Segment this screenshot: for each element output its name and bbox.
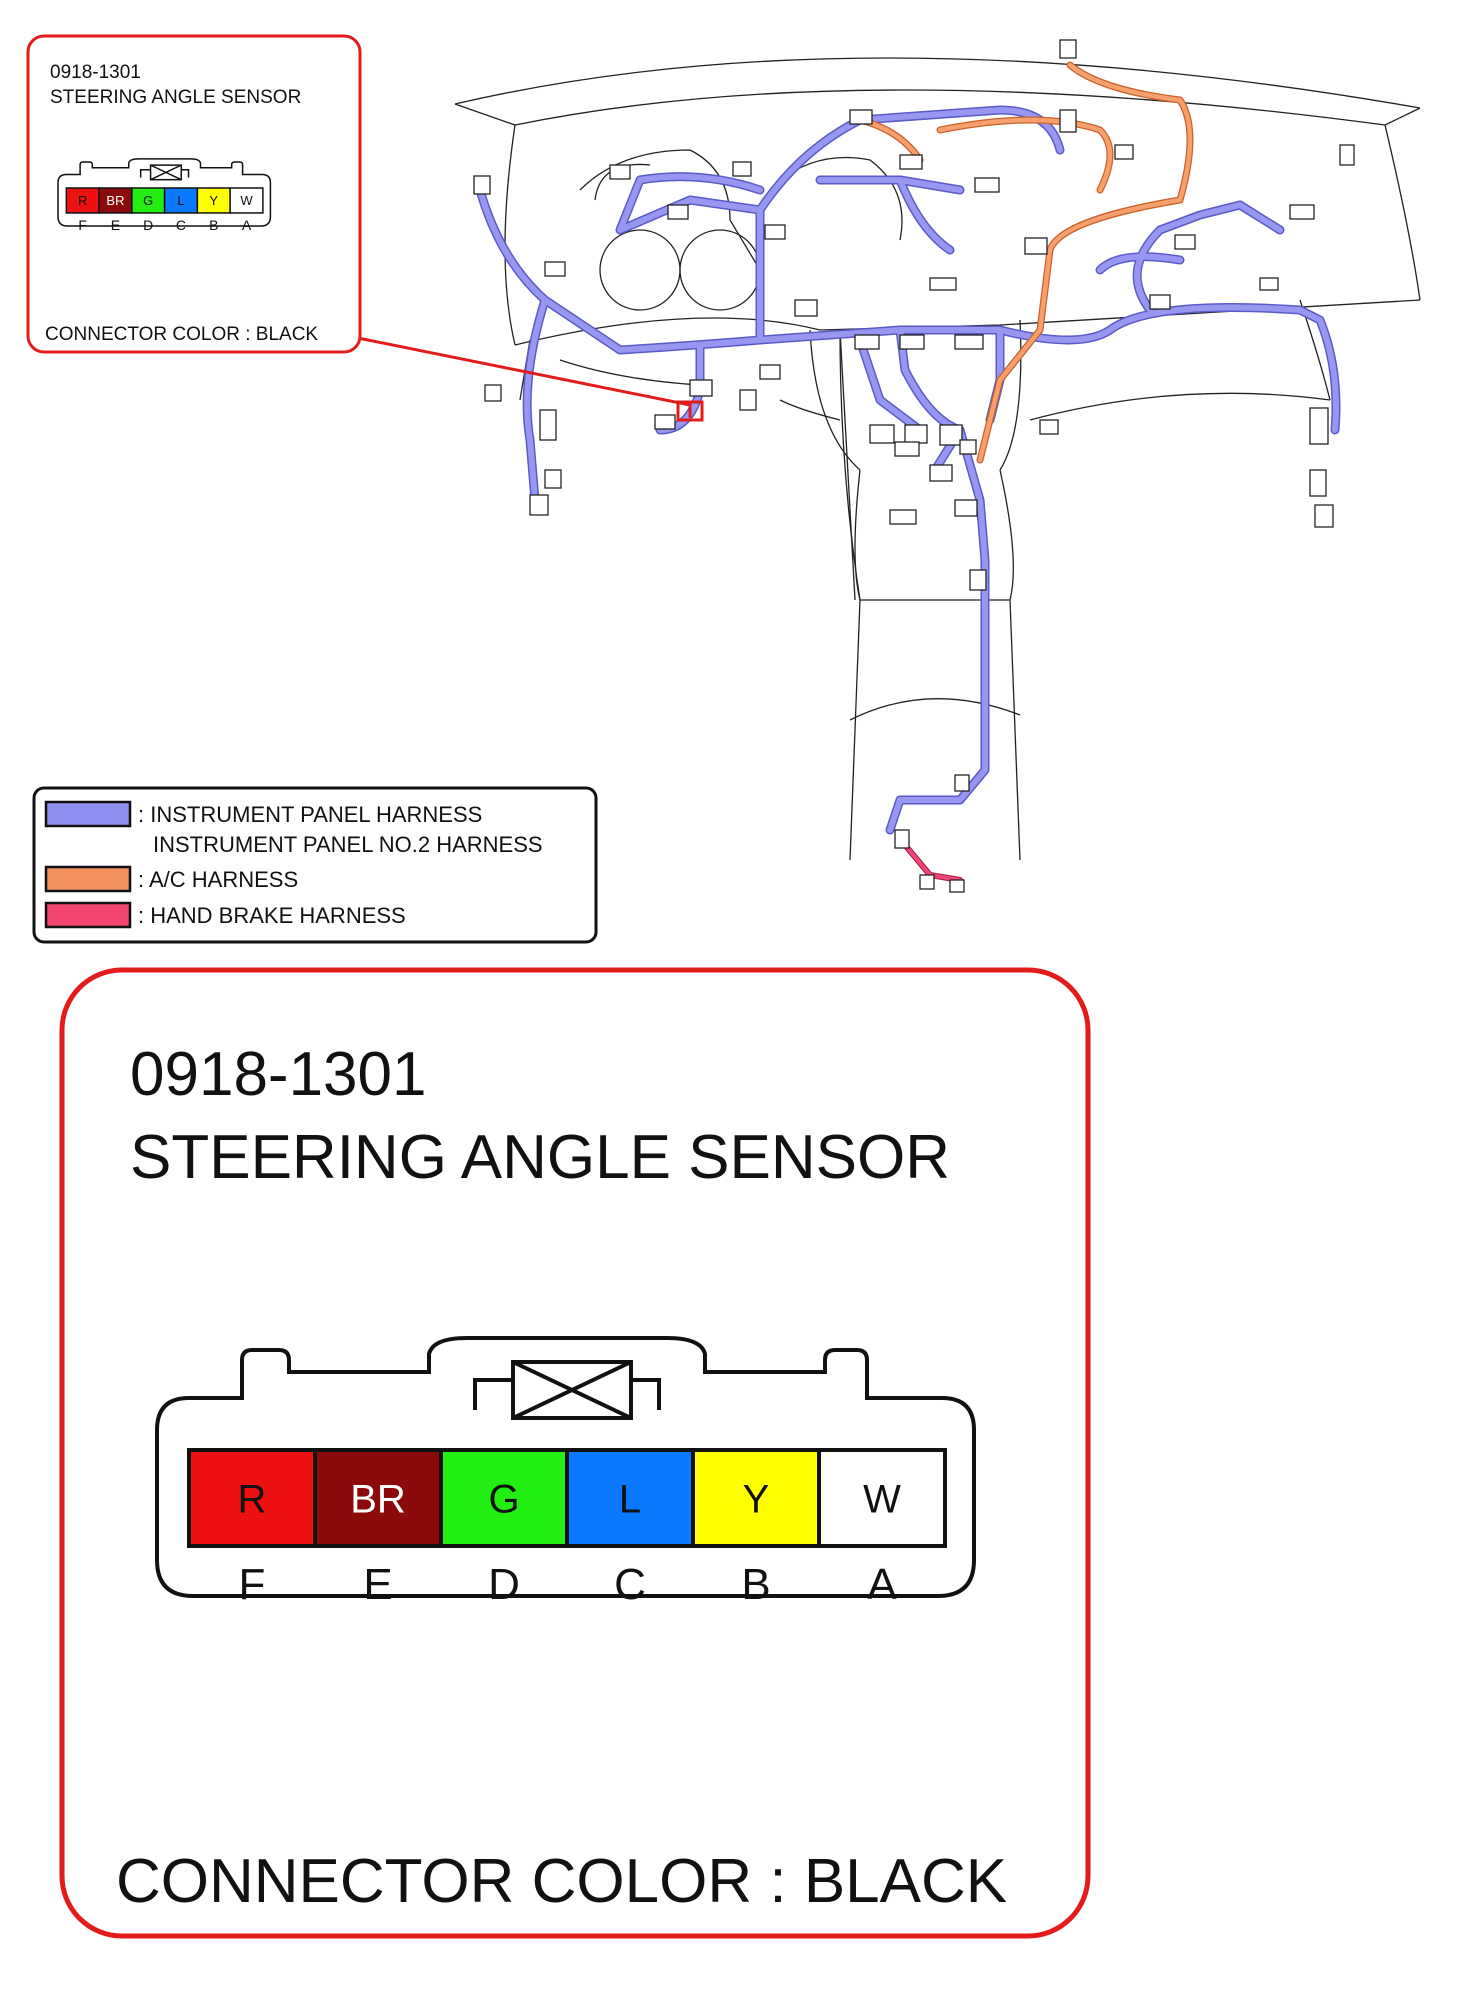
legend-box <box>32 786 598 944</box>
legend-swatch <box>44 865 132 893</box>
pin-letter: D <box>488 1560 520 1609</box>
pin-cell <box>313 1448 443 1548</box>
pin-wire-code: BR <box>350 1477 406 1521</box>
latch-cross-lines <box>512 1360 632 1420</box>
small-pin-cell <box>229 187 264 214</box>
legend-label: : HAND BRAKE HARNESS <box>138 903 406 928</box>
pin-wire-code: G <box>488 1477 519 1521</box>
pin-cell <box>691 1448 821 1548</box>
small-pin-wire-code: L <box>177 193 184 208</box>
dashboard-outline <box>454 57 1421 861</box>
small-pin-letter: C <box>176 217 186 233</box>
small-pin-letter: B <box>209 217 218 233</box>
small-pin-cell <box>98 187 133 214</box>
legend-label: : INSTRUMENT PANEL HARNESS <box>138 802 482 827</box>
legend-label: INSTRUMENT PANEL NO.2 HARNESS <box>153 832 543 857</box>
small-part-number: 0918-1301 <box>50 62 141 83</box>
part-number: 0918-1301 <box>130 1040 427 1109</box>
small-pin-wire-code: W <box>240 193 253 208</box>
pin-cell <box>187 1448 317 1548</box>
small-pin-wire-code: G <box>143 193 153 208</box>
connector-color-note: CONNECTOR COLOR : BLACK <box>116 1847 1007 1916</box>
small-pin-cell <box>163 187 199 214</box>
small-pin-cell <box>131 187 166 214</box>
harness-connectors <box>473 39 1355 893</box>
pin-letter: E <box>363 1560 392 1609</box>
small-pin-letter: A <box>242 217 252 233</box>
pin-wire-code: L <box>619 1477 641 1521</box>
pin-letter: C <box>614 1560 646 1609</box>
small-pin-wire-code: BR <box>106 193 124 208</box>
legend-label: : A/C HARNESS <box>138 867 298 892</box>
callout-leader-line <box>357 336 692 418</box>
pin-row: RF BR E GD LC YB WA <box>187 1448 947 1609</box>
pin-wire-code: R <box>238 1477 267 1521</box>
legend-swatch <box>44 901 132 929</box>
pin-letter: F <box>239 1560 266 1609</box>
pin-letter: A <box>867 1560 897 1609</box>
pin-cell <box>817 1448 947 1548</box>
small-pin-row: RF BR E GD LC YB WA <box>65 187 264 233</box>
small-pin-wire-code: R <box>78 193 87 208</box>
pin-letter: B <box>741 1560 770 1609</box>
small-pin-cell <box>196 187 231 214</box>
sensor-location-marker <box>676 400 704 422</box>
small-pin-letter: F <box>78 217 87 233</box>
sensor-name: STEERING ANGLE SENSOR <box>130 1123 950 1192</box>
legend-swatch <box>44 800 132 828</box>
pin-wire-code: W <box>863 1477 901 1521</box>
small-connector-color-note: CONNECTOR COLOR : BLACK <box>45 324 318 345</box>
legend: : INSTRUMENT PANEL HARNESS INSTRUMENT PAN… <box>44 800 543 929</box>
wire-harness-routing <box>475 61 1341 883</box>
small-pin-letter: E <box>111 217 120 233</box>
small-latch-cross-lines <box>150 164 182 181</box>
small-pin-wire-code: Y <box>209 193 218 208</box>
small-sensor-name: STEERING ANGLE SENSOR <box>50 87 301 108</box>
small-pin-letter: D <box>143 217 153 233</box>
pin-wire-code: Y <box>743 1477 770 1521</box>
